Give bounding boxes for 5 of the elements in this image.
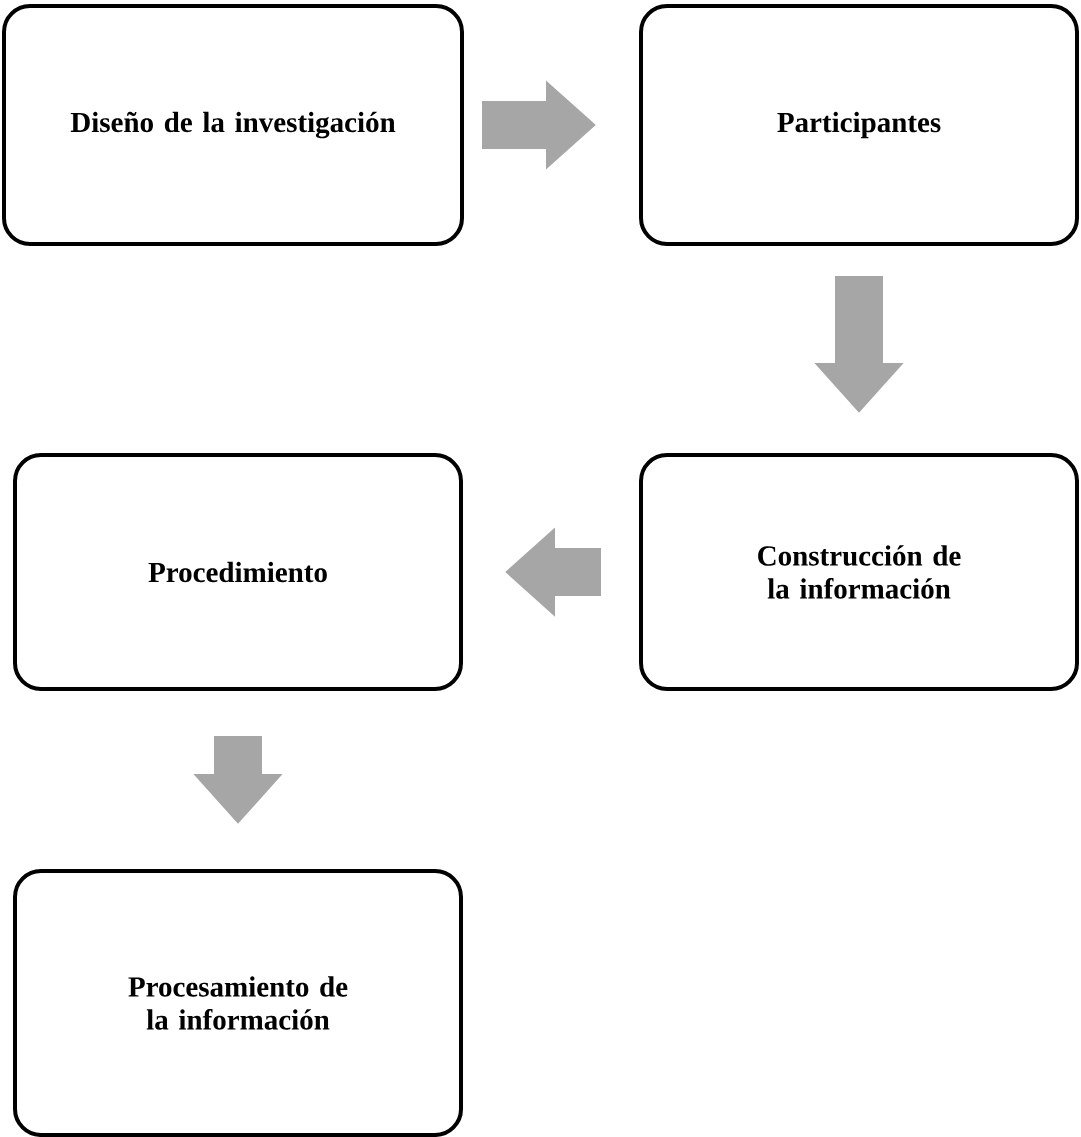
process-box: Participantes: [639, 4, 1079, 246]
process-box: Procedimiento: [13, 453, 463, 691]
process-box: Procesamiento de la información: [13, 869, 463, 1137]
process-box: Construcción de la información: [639, 453, 1079, 691]
process-box: Diseño de la investigación: [2, 4, 464, 246]
